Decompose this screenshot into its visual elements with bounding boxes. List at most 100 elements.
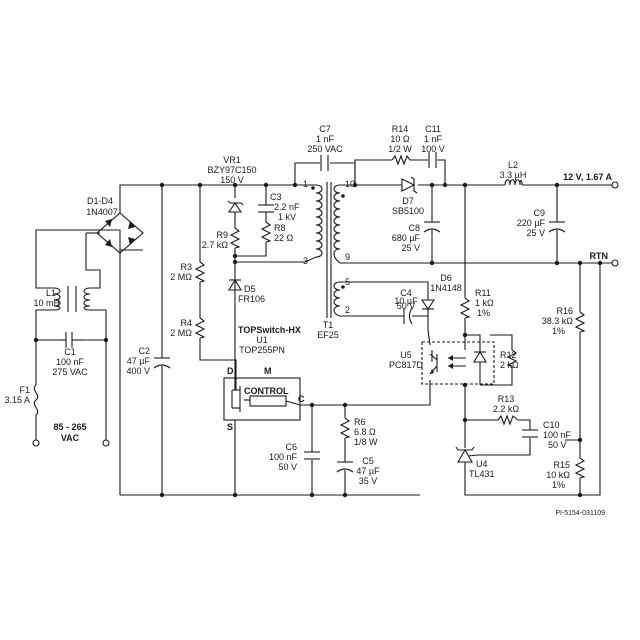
r3-ref: R3: [180, 262, 192, 272]
c11-rating: 100 V: [421, 144, 445, 154]
t1-pin5: 5: [345, 277, 350, 287]
zener-vr1-symbol: [227, 200, 244, 213]
resistor-r3-symbol: [194, 261, 206, 283]
bridge-ref: D1-D4: [87, 196, 113, 206]
l2-ref: L2: [508, 160, 518, 170]
c10-rating: 50 V: [548, 440, 567, 450]
input-terminal-1: [32, 439, 40, 447]
r13-value: 2.2 kΩ: [493, 404, 520, 414]
resistor-r12-symbol: [506, 349, 518, 367]
r12-ref: R12: [500, 350, 517, 360]
c1-rating: 275 VAC: [52, 367, 88, 377]
u4-part: TL431: [469, 469, 495, 479]
resistor-r6-symbol: [339, 417, 351, 439]
capacitor-c6-symbol: [304, 451, 320, 460]
r14-value: 10 Ω: [390, 134, 410, 144]
transformer-t1-symbol: [304, 182, 345, 318]
topswitch-u1-block: [223, 377, 301, 421]
t1-pin3: 3: [303, 256, 308, 266]
capacitor-c5-symbol: [336, 461, 354, 473]
c7-ref: C7: [319, 124, 331, 134]
l1-value: 10 mH: [33, 298, 60, 308]
u1-control-label: CONTROL: [244, 386, 289, 396]
c5-value: 47 µF: [356, 466, 380, 476]
capacitor-c7-symbol: [320, 155, 329, 171]
capacitor-c11-symbol: [428, 152, 437, 168]
c11-value: 1 nF: [424, 134, 443, 144]
r15-value: 10 kΩ: [546, 470, 570, 480]
c2-ref: C2: [138, 346, 150, 356]
u5-ref: U5: [400, 350, 412, 360]
resistor-r4-symbol: [194, 317, 206, 339]
c11-ref: C11: [425, 124, 441, 134]
c3-value: 2.2 nF: [274, 202, 300, 212]
r11-ref: R11: [475, 288, 491, 298]
diode-d7-symbol: [401, 176, 418, 194]
c4-ref: C4: [400, 288, 412, 298]
t1-core: EF25: [317, 330, 339, 340]
input-voltage: 85 - 265: [53, 422, 86, 432]
c8-rating: 25 V: [401, 243, 420, 253]
r6-ref: R6: [354, 417, 366, 427]
diode-d6-symbol: [420, 299, 436, 316]
input-unit: VAC: [61, 433, 80, 443]
output-terminal-rtn: [611, 259, 619, 267]
c3-rating: 1 kV: [278, 212, 296, 222]
c6-value: 100 nF: [269, 452, 298, 462]
capacitor-c3-symbol: [258, 204, 274, 213]
choke-l1-symbol: [53, 286, 91, 312]
optocoupler-u5-symbol: [421, 341, 495, 385]
r14-rating: 1/2 W: [388, 144, 412, 154]
r6-rating: 1/8 W: [354, 437, 378, 447]
vr1-ref: VR1: [223, 155, 241, 165]
u1-pin-d: D: [227, 366, 234, 376]
r11-tol: 1%: [477, 308, 490, 318]
c9-rating: 25 V: [526, 228, 545, 238]
u1-family: TOPSwitch-HX: [238, 325, 301, 335]
f1-value: 3.15 A: [4, 395, 30, 405]
c4-rating: 50 V: [397, 301, 416, 311]
u1-pin-s: S: [227, 422, 233, 432]
c7-value: 1 nF: [316, 134, 335, 144]
capacitor-c2-symbol: [153, 357, 171, 369]
u4-ref: U4: [476, 459, 488, 469]
input-terminal-2: [102, 439, 110, 447]
vr1-rating: 150 V: [220, 175, 244, 185]
vr1-part: BZY97C150: [207, 165, 256, 175]
t1-pin9: 9: [345, 252, 350, 262]
u1-pin-c: C: [298, 394, 305, 404]
r15-tol: 1%: [552, 480, 565, 490]
output-main-label: 12 V, 1.67 A: [563, 172, 612, 182]
resistor-r13-symbol: [497, 414, 519, 426]
c2-rating: 400 V: [126, 366, 150, 376]
r13-ref: R13: [498, 394, 515, 404]
output-rtn-label: RTN: [590, 251, 609, 261]
c1-ref: C1: [64, 347, 76, 357]
bridge-part: 1N4007: [86, 207, 118, 217]
u1-pin-m: M: [264, 366, 272, 376]
r8-value: 22 Ω: [274, 233, 294, 243]
capacitor-c1-symbol: [58, 332, 84, 348]
u1-part: TOP255PN: [239, 345, 285, 355]
capacitor-c8-symbol: [423, 221, 441, 233]
r3-value: 2 MΩ: [170, 272, 192, 282]
r8-ref: R8: [274, 223, 286, 233]
r14-ref: R14: [392, 124, 409, 134]
c5-rating: 35 V: [359, 476, 378, 486]
u5-part: PC817D: [389, 360, 424, 370]
labels: F1 3.15 A L1 10 mH C1 100 nF 275 VAC 85 …: [4, 124, 612, 517]
resistor-r15-symbol: [574, 457, 586, 479]
r16-ref: R16: [556, 306, 573, 316]
output-terminal-12v: [611, 181, 619, 189]
t1-ref: T1: [323, 320, 334, 330]
r11-value: 1 kΩ: [475, 298, 494, 308]
resistor-r14-symbol: [391, 154, 411, 166]
capacitor-c10-symbol: [522, 429, 538, 438]
c10-value: 100 nF: [543, 430, 572, 440]
drawing-number: PI-5154-031109: [555, 510, 605, 517]
r4-value: 2 MΩ: [170, 328, 192, 338]
d7-ref: D7: [402, 196, 414, 206]
resistor-r9-symbol: [229, 227, 241, 249]
